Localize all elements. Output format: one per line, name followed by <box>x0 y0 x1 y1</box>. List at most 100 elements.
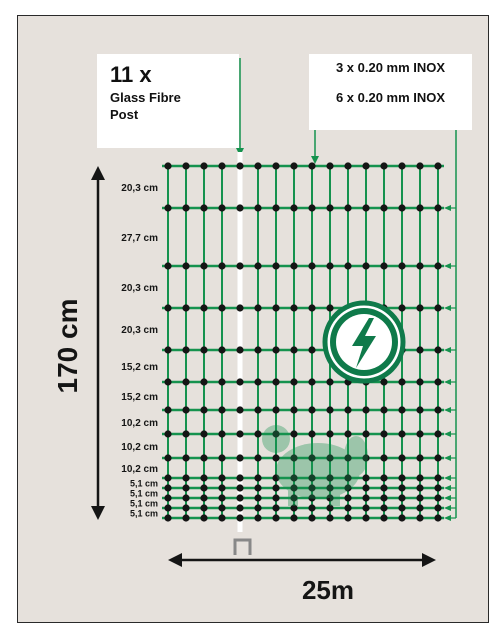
knot <box>236 430 244 438</box>
knot <box>344 204 352 212</box>
knot <box>434 504 442 512</box>
knot <box>416 430 424 438</box>
knot <box>200 378 208 386</box>
knot <box>254 484 262 492</box>
knot <box>254 162 262 170</box>
spacing-label: 15,2 cm <box>121 362 158 373</box>
knot <box>164 346 172 354</box>
knot <box>326 474 334 482</box>
knot <box>380 474 388 482</box>
knot <box>164 204 172 212</box>
knot <box>362 494 370 502</box>
knot <box>308 162 316 170</box>
knot <box>290 262 298 270</box>
knot <box>272 406 280 414</box>
spacing-label: 5,1 cm <box>130 479 158 489</box>
height-arrow-icon <box>91 166 105 520</box>
spacing-label: 20,3 cm <box>121 183 158 194</box>
knot <box>218 204 226 212</box>
spacing-label: 5,1 cm <box>130 489 158 499</box>
knot <box>326 430 334 438</box>
knot <box>254 304 262 312</box>
knot <box>236 504 244 512</box>
knot <box>200 454 208 462</box>
feed-head <box>444 515 451 521</box>
knot <box>344 406 352 414</box>
knot <box>182 430 190 438</box>
spacing-label: 10,2 cm <box>121 464 158 475</box>
wire-info-box: 3 x 0.20 mm INOX 6 x 0.20 mm INOX <box>309 54 472 130</box>
spacing-label: 20,3 cm <box>121 283 158 294</box>
knot <box>272 474 280 482</box>
knot <box>380 162 388 170</box>
knot <box>308 494 316 502</box>
knot <box>218 430 226 438</box>
post-type-line2: Post <box>110 107 139 122</box>
post-count: 11 x <box>110 62 152 87</box>
knot <box>326 262 334 270</box>
knot <box>308 430 316 438</box>
knot <box>200 514 208 522</box>
feed-head <box>444 485 451 491</box>
knot <box>326 162 334 170</box>
post-shaft <box>237 152 243 532</box>
feed-head <box>444 505 451 511</box>
feed-head <box>444 347 451 353</box>
horizontal-wires <box>162 164 444 520</box>
spacing-label: 5,1 cm <box>130 499 158 509</box>
knot <box>380 454 388 462</box>
wire-feed-arrows <box>236 54 457 521</box>
knot <box>290 304 298 312</box>
knot <box>182 346 190 354</box>
knot <box>200 474 208 482</box>
knot <box>236 484 244 492</box>
knot <box>218 262 226 270</box>
length-arrow-icon <box>168 553 436 567</box>
knot <box>362 430 370 438</box>
knot <box>434 430 442 438</box>
knot <box>308 474 316 482</box>
knot <box>398 430 406 438</box>
knot <box>254 474 262 482</box>
glass-fibre-post <box>237 152 243 532</box>
knot <box>398 162 406 170</box>
knot <box>380 504 388 512</box>
knot <box>434 346 442 354</box>
knot <box>416 494 424 502</box>
knot <box>254 262 262 270</box>
spacing-label: 10,2 cm <box>121 442 158 453</box>
mesh-knots <box>164 162 442 522</box>
feed-head <box>444 475 451 481</box>
knot <box>398 484 406 492</box>
wire-spec-2: 6 x 0.20 mm INOX <box>335 90 446 105</box>
knot <box>434 262 442 270</box>
knot <box>218 474 226 482</box>
feed-head <box>444 495 451 501</box>
knot <box>344 430 352 438</box>
knot <box>164 262 172 270</box>
knot <box>308 514 316 522</box>
knot <box>434 454 442 462</box>
knot <box>290 406 298 414</box>
knot <box>326 514 334 522</box>
knot <box>326 454 334 462</box>
knot <box>218 514 226 522</box>
knot <box>290 430 298 438</box>
knot <box>254 514 262 522</box>
knot <box>434 378 442 386</box>
height-label: 170 cm <box>52 299 83 394</box>
knot <box>398 378 406 386</box>
knot <box>362 204 370 212</box>
ground-peg-icon <box>233 538 252 555</box>
knot <box>182 514 190 522</box>
knot <box>398 406 406 414</box>
knot <box>326 504 334 512</box>
knot <box>272 378 280 386</box>
knot <box>164 430 172 438</box>
knot <box>164 484 172 492</box>
knot <box>416 346 424 354</box>
knot <box>416 474 424 482</box>
knot <box>164 378 172 386</box>
knot <box>308 204 316 212</box>
knot <box>272 162 280 170</box>
